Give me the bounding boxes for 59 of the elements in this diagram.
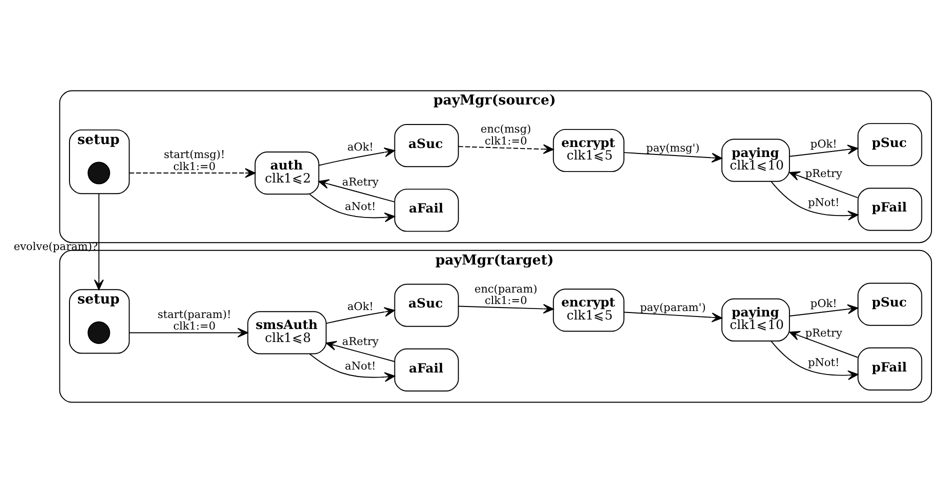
edge-label: pay(msg') (646, 140, 700, 154)
edge-label: enc(param) (474, 282, 538, 295)
arrow (770, 340, 858, 380)
node-box: aSuc (394, 283, 459, 326)
node-box: pFail (858, 346, 922, 390)
arrow (458, 144, 554, 154)
arrow (789, 144, 858, 156)
edge-label: pay(param') (640, 300, 706, 314)
arrow (458, 303, 554, 314)
edge-label: aRetry (342, 334, 379, 348)
edge-label: clk1:=0 (173, 159, 216, 172)
edge-label: start(param)! (158, 307, 232, 320)
node-box: pFail (858, 187, 922, 230)
edge-label: pNot! (808, 355, 840, 368)
node-box: paying clk1⩽10 (721, 298, 790, 342)
edge-label: enc(msg) (480, 122, 532, 136)
arrow (128, 327, 248, 338)
arrow (94, 192, 104, 290)
edge-label: pOk! (810, 136, 838, 150)
arrow (789, 170, 858, 198)
node-box: aSuc (394, 124, 459, 167)
arrow (318, 178, 395, 202)
node-box: encrypt clk1⩽5 (552, 288, 624, 332)
node-box: smsAuth clk1⩽8 (247, 310, 327, 354)
cluster: setup (69, 288, 130, 354)
edge-label: pNot! (808, 196, 840, 209)
edge-label: start(msg)! (164, 148, 225, 161)
edge-label: aRetry (342, 175, 379, 188)
node-box: pSuc (858, 122, 922, 166)
edge-label: aNot! (344, 359, 376, 372)
arrow (789, 304, 858, 316)
node-box: aFail (394, 188, 459, 232)
node-circle (88, 161, 110, 184)
edge-label: pRetry (805, 166, 842, 180)
edge-label: aOk! (347, 299, 374, 312)
arrow (309, 352, 396, 382)
node-box: paying clk1⩽10 (721, 138, 790, 182)
edge-label: clk1:=0 (173, 319, 216, 332)
arrow (309, 193, 396, 222)
arrow (326, 306, 395, 324)
edge-label: aOk! (347, 140, 374, 153)
arrow (789, 330, 858, 358)
arrow (318, 146, 395, 166)
node-box: auth clk1⩽2 (254, 150, 320, 194)
edge-label: clk1:=0 (484, 294, 528, 307)
cluster: setup (69, 128, 130, 194)
node-circle (88, 320, 110, 344)
edge-label: pRetry (805, 326, 842, 339)
edge-label: aNot! (344, 200, 376, 213)
node-box: pSuc (858, 282, 922, 326)
edge-label: clk1:=0 (484, 134, 528, 147)
edge-label: pOk! (810, 296, 838, 310)
arrow (326, 340, 395, 362)
arrow (128, 168, 256, 178)
arrow (624, 152, 722, 162)
node-box: encrypt clk1⩽5 (552, 128, 624, 172)
arrow (624, 311, 722, 322)
arrow (770, 180, 858, 220)
node-box: aFail (394, 348, 459, 391)
